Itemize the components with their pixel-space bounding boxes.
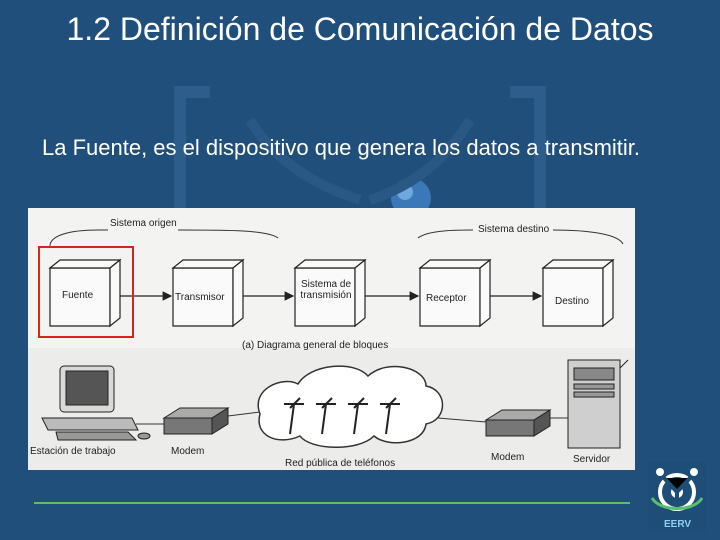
label-servidor: Servidor: [573, 454, 611, 465]
label-red-publica: Red pública de teléfonos: [285, 458, 396, 469]
block-destino: Destino: [555, 296, 589, 307]
block-sistema-transmision: Sistema de transmisión: [300, 279, 352, 301]
block-fuente: Fuente: [62, 290, 94, 301]
label-modem-right: Modem: [491, 452, 525, 463]
slide-body-text: La Fuente, es el dispositivo que genera …: [42, 135, 641, 160]
label-sistema-origen: Sistema origen: [110, 218, 177, 229]
label-estacion-trabajo: Estación de trabajo: [30, 446, 116, 457]
diagram-drawing: [28, 229, 635, 470]
block-receptor: Receptor: [426, 293, 467, 304]
label-sistema-destino: Sistema destino: [478, 224, 550, 235]
footer-divider: [34, 502, 630, 504]
slide-title: 1.2 Definición de Comunicación de Datos: [66, 11, 654, 47]
diagram-caption: (a) Diagrama general de bloques: [242, 340, 389, 351]
block-transmisor: Transmisor: [175, 292, 225, 303]
institution-logo-icon: [648, 462, 706, 532]
fuente-highlight-box: [38, 246, 134, 338]
diagram-figure: Sistema origen Sistema destino Fuente Tr…: [28, 208, 635, 470]
logo-text: EERV: [664, 519, 692, 530]
label-modem-left: Modem: [171, 446, 205, 457]
